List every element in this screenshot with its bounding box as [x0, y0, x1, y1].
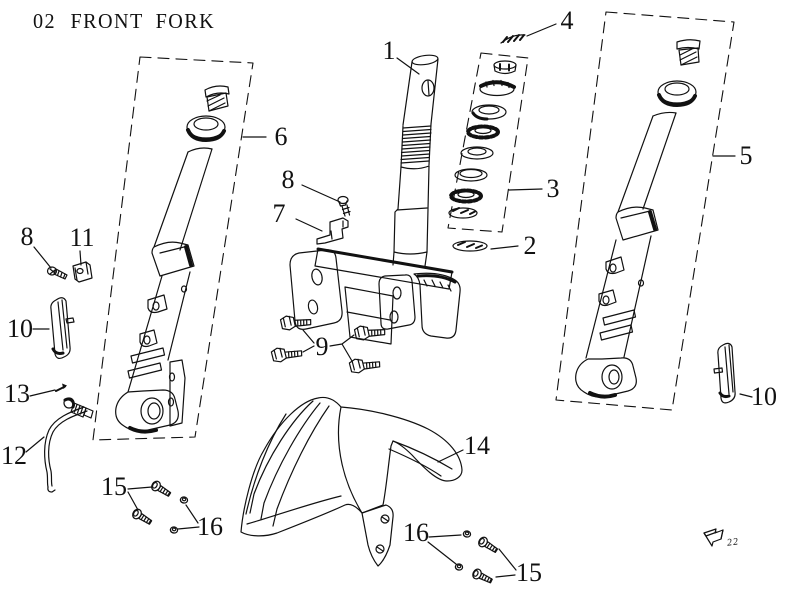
upper-cone-race [460, 146, 494, 160]
reflector-left [50, 297, 75, 360]
callout-2: 2 [523, 231, 537, 260]
callout-8-upper: 8 [281, 165, 295, 194]
clamp-screw-upper [337, 195, 351, 217]
callout-8-left: 8 [20, 222, 34, 251]
callout-11: 11 [69, 223, 95, 252]
fender-screws-right [470, 535, 500, 587]
steering-stem [393, 54, 439, 253]
lower-race-washer [448, 207, 478, 219]
callout-7: 7 [272, 199, 286, 228]
bearing-stack [448, 60, 517, 219]
fender-washers-right [454, 529, 472, 572]
right-fork-box [555, 11, 735, 411]
callout-9: 9 [315, 332, 329, 361]
reflector-right [713, 342, 736, 404]
callout-6: 6 [274, 122, 288, 151]
callout-13: 13 [4, 379, 30, 408]
section-number: 02 [33, 9, 57, 33]
dashed-group-boxes [92, 11, 735, 441]
steering-stem-nut [493, 60, 517, 75]
fender-screws-left [130, 479, 173, 528]
left-fork-box [92, 56, 254, 441]
dust-washer [452, 240, 488, 252]
callout-12: 12 [1, 441, 27, 470]
bearing-cover [471, 104, 507, 121]
leader-lines [25, 23, 753, 578]
callout-15-left: 15 [101, 472, 127, 501]
lower-triple-clamp [289, 247, 461, 345]
lock-spring [500, 34, 526, 44]
page-title: 02 FRONT FORK [33, 9, 215, 34]
retainer-pin [55, 383, 67, 392]
fork-cap-right [676, 39, 701, 66]
lower-ball-retainer [449, 188, 483, 204]
callout-16-right: 16 [403, 518, 429, 547]
bearing-stack-box [447, 52, 529, 233]
fork-screw-left [46, 266, 68, 280]
callout-5: 5 [739, 141, 753, 170]
lower-race [454, 168, 488, 182]
upper-ball-retainer [466, 124, 500, 140]
left-fork-leg [115, 85, 230, 434]
callout-15-right: 15 [516, 558, 542, 587]
dust-seal-left [186, 115, 226, 142]
front-fender [240, 396, 463, 567]
callout-4: 4 [560, 6, 574, 35]
callout-16-left: 16 [197, 512, 223, 541]
callout-1: 1 [382, 36, 396, 65]
right-fork-leg [575, 39, 701, 399]
clamp-block [72, 261, 93, 283]
callout-14: 14 [464, 431, 490, 460]
callout-3: 3 [546, 174, 560, 203]
page-ref: 22 [726, 536, 740, 549]
page-turn-arrow-icon [703, 528, 724, 547]
section-name: FRONT FORK [70, 9, 216, 33]
fork-cap-left [204, 85, 230, 112]
cable-guide-bracket [316, 217, 349, 245]
speedometer-cable [44, 397, 94, 493]
adjuster-nut [479, 79, 516, 97]
callout-10-right: 10 [751, 382, 777, 411]
dust-seal-right [657, 80, 697, 107]
callout-10-left: 10 [7, 314, 33, 343]
